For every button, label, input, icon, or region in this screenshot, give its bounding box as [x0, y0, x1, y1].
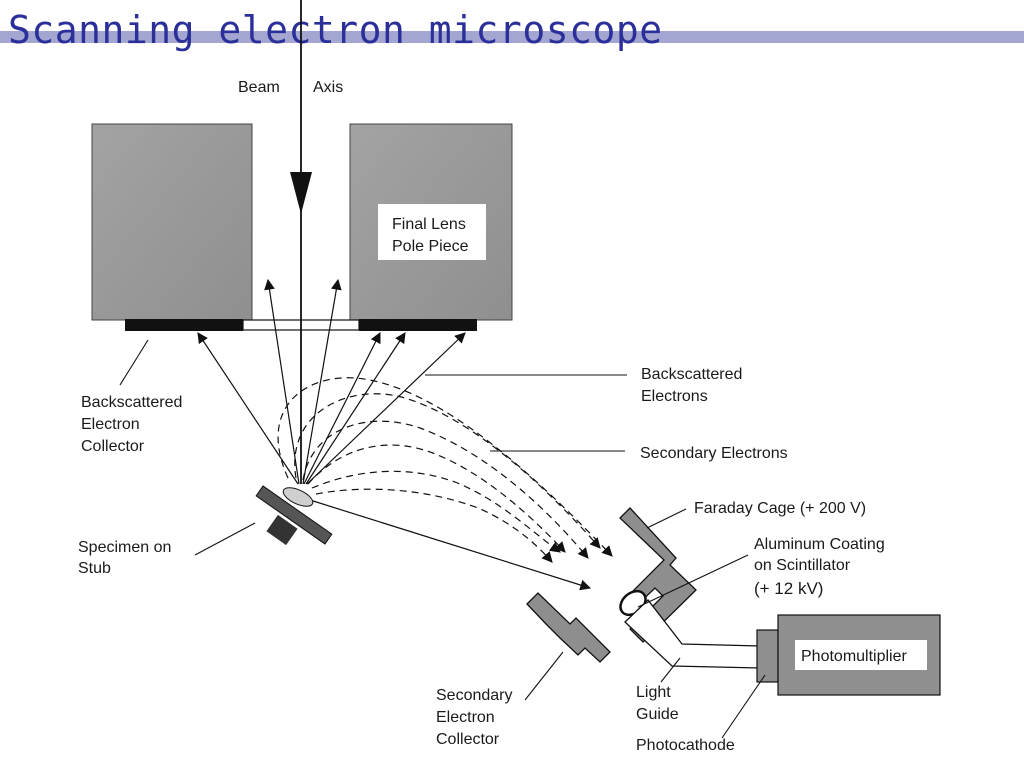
pole-piece-label-box	[378, 204, 486, 260]
specimen-on-stub	[255, 485, 333, 546]
aluminum-coating-label-line3: (+ 12 kV)	[754, 579, 823, 598]
bse-collector-label-line3: Collector	[81, 438, 145, 455]
faraday-cage-label: Faraday Cage (+ 200 V)	[694, 500, 866, 517]
bse-ray-2	[264, 278, 300, 485]
faraday-cage-lower	[526, 592, 611, 663]
pole-piece-label-line1: Final Lens	[392, 216, 466, 233]
photomultiplier-label: Photomultiplier	[801, 648, 908, 665]
photocathode-window	[756, 629, 779, 683]
pole-piece-label-line2: Pole Piece	[392, 238, 469, 255]
se-path-5	[311, 470, 561, 553]
title-underline-bar	[0, 31, 1024, 43]
se-collector-label-line3: Collector	[436, 731, 500, 748]
backscattered-label-line2: Electrons	[641, 388, 708, 405]
se-path-6	[315, 488, 553, 563]
bse-ray-4	[303, 332, 381, 485]
se-path-3	[302, 420, 589, 559]
slide-title: Scanning electron microscope	[8, 8, 663, 52]
leader-light-guide	[660, 657, 681, 683]
pole-piece-left	[91, 123, 253, 321]
leader-bse-collector	[119, 339, 149, 386]
se-path-1	[277, 377, 613, 557]
bse-ray-6	[306, 332, 466, 485]
leader-photocathode	[721, 674, 766, 739]
bse-ray-5	[305, 332, 406, 485]
photomultiplier-label-box	[795, 640, 927, 670]
specimen-stub-plate	[255, 485, 333, 545]
beam-label: Beam	[238, 79, 280, 96]
light-guide	[624, 599, 761, 669]
bse-collector-label-line2: Electron	[81, 416, 140, 433]
leader-faraday	[646, 508, 687, 529]
axis-label: Axis	[313, 79, 343, 96]
se-collector-label-line2: Electron	[436, 709, 495, 726]
secondary-trajectories	[277, 377, 613, 563]
se-collector-label-line1: Secondary	[436, 687, 513, 704]
specimen-stub-post	[266, 514, 298, 546]
leader-aluminum	[637, 554, 749, 608]
aluminum-coating-label-line1: Aluminum Coating	[754, 536, 885, 553]
specimen-sample	[282, 487, 314, 507]
specimen-label-line1: Specimen on	[78, 539, 171, 556]
secondary-electrons-label: Secondary Electrons	[640, 445, 788, 462]
se-path-4	[307, 444, 566, 553]
leader-se-collector	[524, 651, 564, 701]
backscattered-trajectories	[197, 278, 592, 591]
aluminum-coating-label-line2: on Scintillator	[754, 557, 851, 574]
beam-arrowhead	[290, 172, 312, 214]
leader-specimen	[194, 522, 256, 556]
leader-lines	[119, 339, 766, 739]
bse-ray-7	[309, 499, 592, 591]
light-guide-label-line2: Guide	[636, 706, 679, 723]
specimen-label-line2: Stub	[78, 560, 111, 577]
bse-collector-label-line1: Backscattered	[81, 394, 182, 411]
backscattered-label-line1: Backscattered	[641, 366, 742, 383]
light-guide-label-line1: Light	[636, 684, 671, 701]
bse-ray-1	[197, 332, 299, 485]
bse-collector-right	[359, 319, 477, 331]
bse-ray-3	[302, 278, 342, 485]
photocathode-label: Photocathode	[636, 737, 735, 754]
bse-collector-left	[125, 319, 243, 331]
se-path-2	[294, 393, 601, 549]
